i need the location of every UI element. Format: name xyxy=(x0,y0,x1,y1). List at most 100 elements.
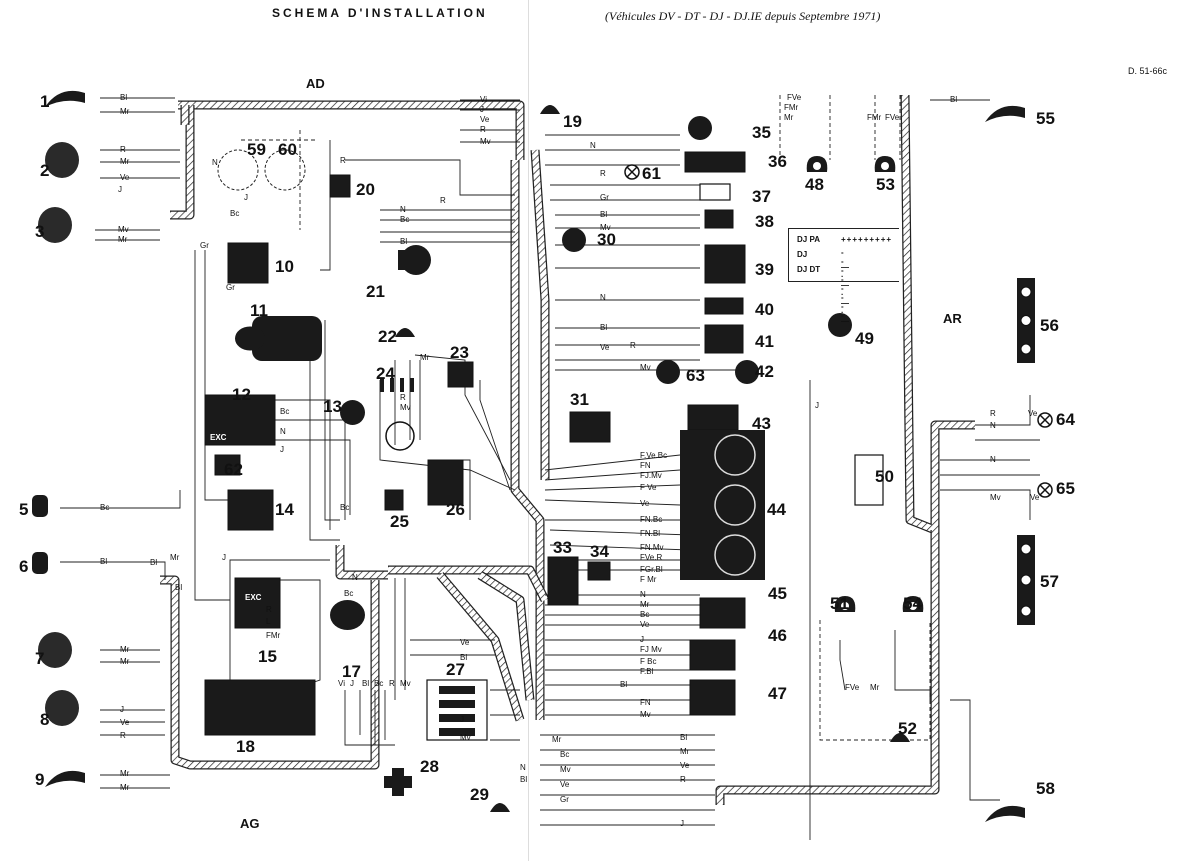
wire xyxy=(894,630,931,700)
wire-color-label: Mr xyxy=(784,113,794,122)
component-number-26: 26 xyxy=(446,500,465,519)
wire-color-label: J xyxy=(280,445,284,454)
component-number-10: 10 xyxy=(275,257,294,276)
component-43 xyxy=(687,404,739,431)
wire-color-label: Mr xyxy=(120,657,130,666)
wire-color-label: Mr xyxy=(120,783,130,792)
component-25 xyxy=(384,489,404,511)
wire-color-label: Mr xyxy=(680,747,690,756)
fuse xyxy=(439,686,475,694)
wire-color-label: Mr xyxy=(120,157,130,166)
wire xyxy=(60,561,166,580)
wire-dashed xyxy=(819,620,931,741)
component-50 xyxy=(854,454,884,506)
component-number-6: 6 xyxy=(19,557,28,576)
wire-color-label: N xyxy=(990,455,996,464)
component-number-28: 28 xyxy=(420,757,439,776)
wire xyxy=(309,320,340,541)
component-number-53: 53 xyxy=(876,175,895,194)
component-number-22: 22 xyxy=(378,327,397,346)
wire-color-label: Bl xyxy=(362,679,369,688)
component-number-1: 1 xyxy=(40,92,49,111)
legend-box: DJ PA+++++++++ DJ- - - - - - - - DJ DT—·… xyxy=(788,228,899,326)
component-26 xyxy=(427,459,464,506)
wire-color-label: FN xyxy=(640,698,651,707)
wire xyxy=(60,490,181,509)
component-number-62: 62 xyxy=(224,460,243,479)
component-number-56: 56 xyxy=(1040,316,1059,335)
component-18 xyxy=(204,679,316,736)
fuse xyxy=(400,378,404,392)
wire xyxy=(940,489,1031,520)
component-number-14: 14 xyxy=(275,500,294,519)
exc-label: EXC xyxy=(245,593,262,602)
page-fold xyxy=(528,0,529,861)
wire-color-label: J xyxy=(244,193,248,202)
reference-number: D. 51-66c xyxy=(1128,66,1168,76)
component-number-13: 13 xyxy=(323,397,342,416)
component-36 xyxy=(684,151,746,173)
wire-color-label: Bl xyxy=(100,557,107,566)
component-46 xyxy=(689,639,736,671)
component-59 xyxy=(217,149,259,191)
component-52 xyxy=(890,733,910,742)
wire-color-label: Ve xyxy=(640,620,650,629)
component-number-24: 24 xyxy=(376,364,395,383)
component-35 xyxy=(688,116,712,140)
component-38 xyxy=(704,209,734,229)
wire-color-label: FVe xyxy=(885,113,900,122)
wire-color-label: Mv xyxy=(460,733,471,742)
wire-color-label: F Mr xyxy=(640,575,657,584)
wire-color-label: Gr xyxy=(560,795,569,804)
legend-line-dash-dot: —·—·—·— xyxy=(841,263,849,326)
wire-color-label: Gr xyxy=(226,283,235,292)
lamp xyxy=(1020,315,1032,326)
wire-color-label: Mv xyxy=(400,679,411,688)
component-24 xyxy=(385,421,415,451)
component-51-filament xyxy=(841,602,849,610)
wire-color-label: Ve xyxy=(680,761,690,770)
exc-label: EXC xyxy=(210,433,227,442)
component-1 xyxy=(45,90,85,107)
wire xyxy=(544,499,681,506)
component-5 xyxy=(32,495,48,517)
component-number-41: 41 xyxy=(755,332,774,351)
wire-color-label: Ve xyxy=(120,718,130,727)
wire-color-label: Ve xyxy=(1028,409,1038,418)
component-number-42: 42 xyxy=(755,362,774,381)
component-number-37: 37 xyxy=(752,187,771,206)
component-number-50: 50 xyxy=(875,467,894,486)
wire-color-label: FN.Mv xyxy=(640,543,664,552)
component-11-nose xyxy=(235,326,265,351)
wire xyxy=(344,690,395,746)
lamp xyxy=(1020,574,1032,586)
harness-band xyxy=(716,530,939,805)
wire-color-label: R xyxy=(480,125,486,134)
legend-item-dj: DJ- - - - - - - - xyxy=(797,248,844,320)
wire-color-label: N xyxy=(352,573,358,582)
wire-color-label: Mr xyxy=(120,107,130,116)
wire-color-label: Ve xyxy=(1030,493,1040,502)
wire-color-label: N xyxy=(520,763,526,772)
component-7 xyxy=(38,632,72,668)
gauge-dial xyxy=(714,434,756,476)
wire-color-label: Ve xyxy=(640,499,650,508)
lamp xyxy=(1020,543,1032,555)
wire-color-label: N xyxy=(600,293,606,302)
component-14 xyxy=(227,489,274,531)
wire-color-label: Vi xyxy=(480,95,487,104)
harness-label-front_left: AG xyxy=(240,816,260,831)
wire-color-label: Bl xyxy=(120,93,127,102)
component-40 xyxy=(704,297,744,315)
wire-color-label: Mr xyxy=(120,645,130,654)
wire-color-label: Bl xyxy=(175,583,182,592)
wire-color-label: L xyxy=(266,617,271,626)
component-number-20: 20 xyxy=(356,180,375,199)
component-45 xyxy=(699,597,746,629)
wire-color-label: Bc xyxy=(280,407,289,416)
legend-item-dj-dt: DJ DT—·—·—·— xyxy=(797,263,849,326)
component-number-25: 25 xyxy=(390,512,409,531)
wire-color-label: FN xyxy=(640,461,651,470)
fuse xyxy=(380,378,384,392)
